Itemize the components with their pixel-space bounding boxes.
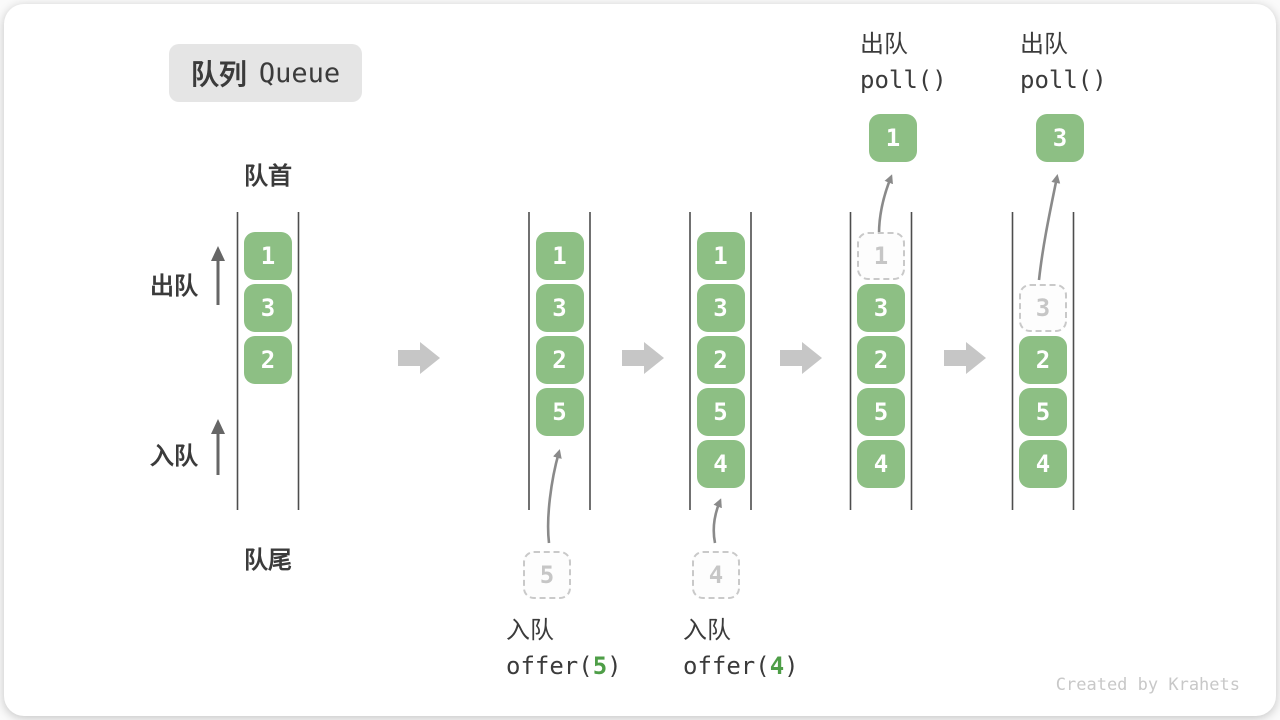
queue-slot-block: 3 xyxy=(696,284,745,332)
watermark: Created by Krahets xyxy=(1055,675,1240,695)
queue-slot-block: 2 xyxy=(1019,336,1067,384)
queue-slot-block: 2 xyxy=(244,336,292,384)
queue-slot-block: 5 xyxy=(696,388,745,436)
queue-slot-block: 4 xyxy=(1019,440,1067,488)
enqueue-arg: 5 xyxy=(592,652,608,680)
title-zh: 队列 xyxy=(190,59,247,90)
queue-slot-block: 1 xyxy=(696,232,745,280)
enqueue-caption-code: offer(4) xyxy=(683,652,799,680)
dequeue-caption-code: poll() xyxy=(1020,66,1107,94)
queue-slot-block: 3 xyxy=(535,284,584,332)
queue-slot-block: 2 xyxy=(535,336,584,384)
dequeue-caption-action: 出队 xyxy=(1020,31,1068,58)
queue-slot-block: 1 xyxy=(535,232,584,280)
title-en: Queue xyxy=(258,57,341,89)
queue-slot-block: 3 xyxy=(244,284,292,332)
removed-slot-block: 1 xyxy=(857,232,905,280)
enqueue-arg: 4 xyxy=(769,652,785,680)
title-box: 队列 Queue xyxy=(169,44,362,102)
dequeue-caption: 出队 poll() xyxy=(860,28,947,98)
queue-slot-block: 2 xyxy=(857,336,905,384)
enqueue-caption: 入队 offer(5) xyxy=(506,614,622,684)
queue-slot-block: 2 xyxy=(696,336,745,384)
queue-slot-block: 4 xyxy=(696,440,745,488)
queue-slot-block: 1 xyxy=(244,232,292,280)
queue-slot-block: 5 xyxy=(857,388,905,436)
enqueue-caption: 入队 offer(4) xyxy=(683,614,799,684)
dequeue-caption-action: 出队 xyxy=(860,31,908,58)
queue-slot-block: 5 xyxy=(1019,388,1067,436)
dequeue-caption: 出队 poll() xyxy=(1020,28,1107,98)
removed-slot-block: 3 xyxy=(1019,284,1067,332)
rear-label: 队尾 xyxy=(244,547,292,574)
incoming-block: 4 xyxy=(692,551,740,599)
popped-block: 1 xyxy=(869,114,917,162)
dequeue-label: 出队 xyxy=(150,273,198,300)
queue-slot-block: 4 xyxy=(857,440,905,488)
enqueue-caption-action: 入队 xyxy=(506,617,554,644)
dequeue-caption-code: poll() xyxy=(860,66,947,94)
queue-slot-block: 3 xyxy=(857,284,905,332)
enqueue-label: 入队 xyxy=(150,443,198,470)
incoming-block: 5 xyxy=(523,551,571,599)
popped-block: 3 xyxy=(1036,114,1084,162)
front-label: 队首 xyxy=(244,163,292,190)
queue-slot-block: 5 xyxy=(535,388,584,436)
enqueue-caption-code: offer(5) xyxy=(506,652,622,680)
enqueue-caption-action: 入队 xyxy=(683,617,731,644)
